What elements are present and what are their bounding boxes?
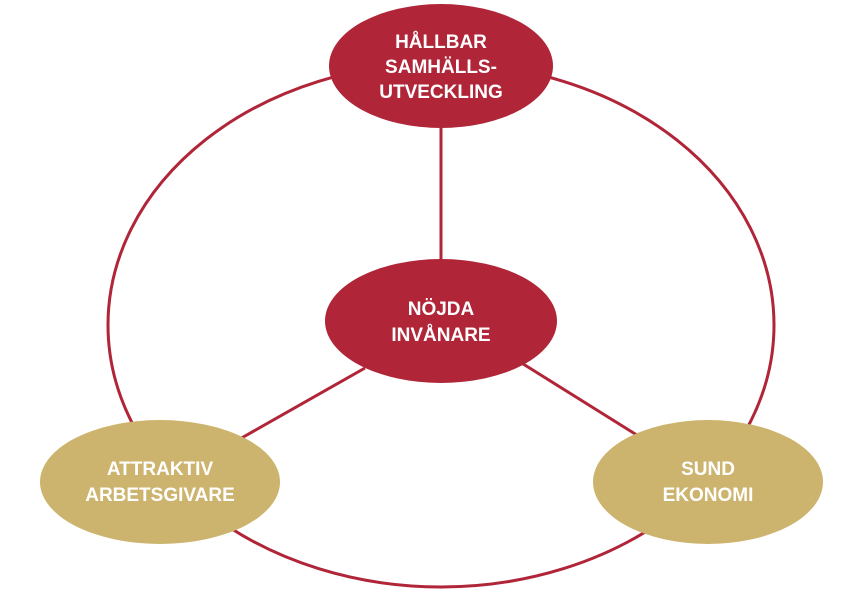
node-attraktiv-arbetsgivare: ATTRAKTIV ARBETSGIVARE	[40, 420, 280, 544]
node-center-shape	[325, 259, 557, 383]
node-top-line-1: HÅLLBAR	[395, 32, 487, 53]
node-hallbar-samhallsutveckling: HÅLLBAR SAMHÄLLS- UTVECKLING	[329, 4, 553, 128]
node-top-shape	[329, 4, 553, 128]
node-center-line-2: INVÅNARE	[391, 325, 490, 346]
connector-center-left	[237, 366, 366, 442]
node-right-shape	[593, 420, 823, 544]
node-left-shape	[40, 420, 280, 544]
node-center-line-1: NÖJDA	[408, 299, 475, 320]
node-top-line-2: SAMHÄLLS-	[385, 57, 497, 78]
node-left-line-2: ARBETSGIVARE	[85, 485, 235, 506]
node-right-line-2: EKONOMI	[663, 485, 754, 506]
node-left-line-1: ATTRAKTIV	[107, 459, 214, 480]
connector-center-right	[519, 360, 641, 439]
node-sund-ekonomi: SUND EKONOMI	[593, 420, 823, 544]
node-nojda-invanare: NÖJDA INVÅNARE	[325, 259, 557, 383]
node-right-line-1: SUND	[681, 459, 735, 480]
node-top-line-3: UTVECKLING	[379, 82, 503, 103]
